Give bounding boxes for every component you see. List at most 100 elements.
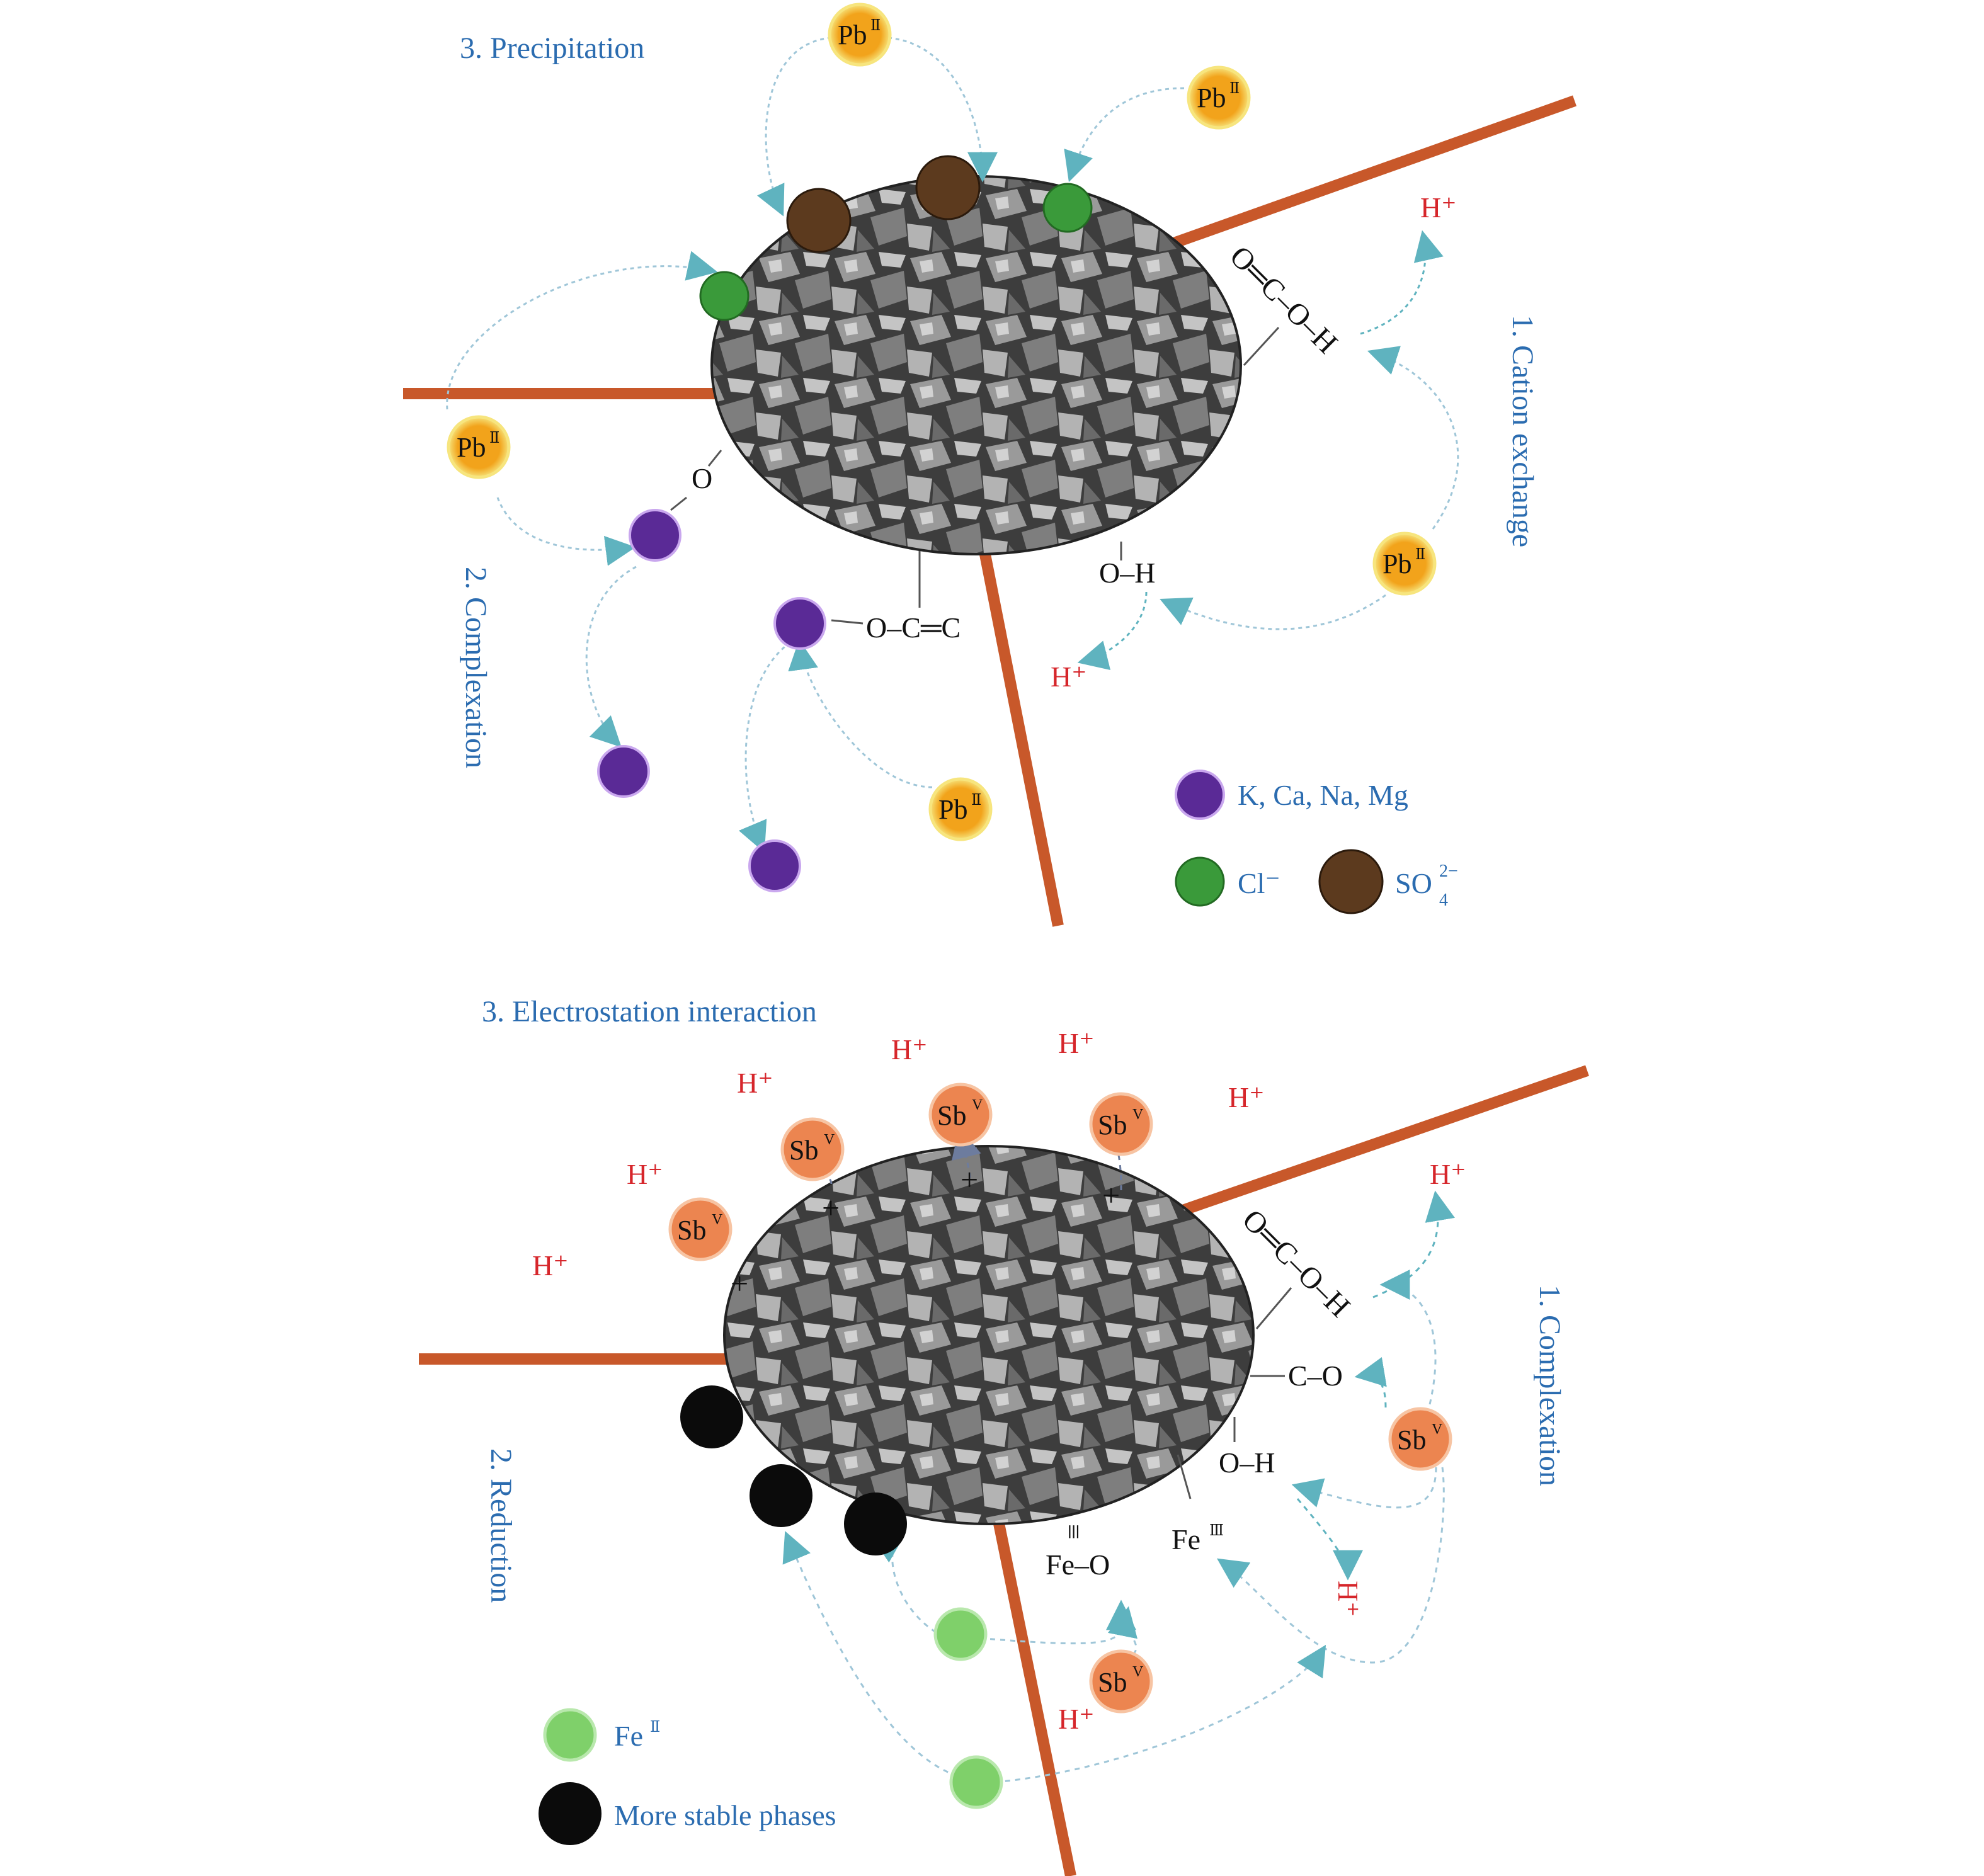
legend-chloride-label: Cl⁻ [1238,867,1280,899]
bottom-legend: Fe Ⅱ More stable phases [539,1708,836,1845]
proton-label: H⁺ [532,1249,569,1282]
stick-bottom-bottom [989,1504,1076,1876]
svg-text:Ⅱ: Ⅱ [650,1719,660,1736]
top-panel: Pb Ⅱ Pb Ⅱ Pb Ⅱ Pb Ⅱ Pb Ⅱ O═C–O–H O–H O–C… [403,3,1577,927]
bottom-bond-lines [1177,1287,1292,1499]
svg-text:Pb: Pb [457,432,486,463]
fe-triple-bond: ≡ [1058,1524,1089,1540]
pb-ion: Pb Ⅱ [1187,65,1251,130]
cation-particle [629,509,681,562]
carbonyl-group: C–O [1288,1360,1343,1392]
svg-text:Sb: Sb [1098,1110,1127,1140]
proton-label: H⁺ [891,1033,928,1066]
stable-phase-particle [750,1464,812,1527]
svg-text:4: 4 [1439,890,1448,910]
svg-text:V: V [1132,1106,1144,1123]
svg-text:V: V [1132,1664,1144,1680]
pb-ion: Pb Ⅱ [447,415,511,479]
cation-particle [597,745,650,798]
svg-text:Pb: Pb [1383,549,1411,579]
mechanism-reduction: 2. Reduction [484,1448,518,1603]
svg-text:+: + [1102,1178,1120,1213]
svg-text:Pb: Pb [1197,82,1226,113]
sb-ion: Sb V [780,1117,845,1181]
svg-text:Sb: Sb [937,1100,966,1131]
pb-ion: Pb Ⅱ [928,777,993,841]
mechanism-complexation: 2. Complexation [459,567,493,768]
proton-label: H⁺ [1420,191,1457,224]
top-arrows [446,37,1459,853]
hydroxyl-group: O–H [1219,1447,1275,1479]
stable-phase-particle [680,1385,743,1448]
bottom-biochar-sticks [419,1065,1589,1876]
legend-cation-swatch [1175,770,1225,820]
svg-text:Pb: Pb [838,20,867,50]
svg-text:+: + [961,1162,978,1197]
proton-label: H⁺ [1058,1027,1095,1059]
stick-top-bottom [977,540,1064,927]
svg-text:V: V [824,1132,835,1148]
stick-bottom-right [1157,1065,1589,1224]
svg-text:Ⅱ: Ⅱ [489,430,499,446]
proton-label: H⁺ [1051,661,1087,693]
mechanism-precipitation: 3. Precipitation [460,31,644,65]
top-bond-lines [670,326,1280,625]
svg-text:Ⅱ: Ⅱ [1415,547,1425,563]
legend-stable-swatch [539,1782,601,1845]
svg-text:Fe: Fe [1172,1523,1200,1555]
svg-text:V: V [1432,1421,1443,1438]
legend-cation-label: K, Ca, Na, Mg [1238,779,1408,811]
vinyl-ether-group: O–C═C [866,611,961,644]
sb-ion: Sb V [1089,1649,1153,1714]
svg-text:Pb: Pb [938,794,967,825]
legend-sulfate-label: SO [1395,867,1432,899]
top-biochar-sticks [403,95,1577,927]
pb-ion: Pb Ⅱ [1372,532,1437,596]
cation-particle [748,839,801,892]
svg-text:+: + [731,1266,748,1301]
bottom-arrows [692,1127,1455,1783]
svg-text:Sb: Sb [677,1215,706,1246]
mechanism-cation-exchange: 1. Cation exchange [1506,315,1539,547]
fe-oxide-group: Fe–O [1046,1549,1110,1581]
cation-particle [773,597,826,650]
top-legend: K, Ca, Na, Mg Cl⁻ SO 4 2− [1175,770,1458,914]
fe2-particle [933,1607,988,1661]
proton-label: H⁺ [1430,1158,1466,1190]
legend-stable-label: More stable phases [614,1799,836,1831]
svg-text:Sb: Sb [1397,1424,1426,1455]
proton-label: H⁺ [1058,1703,1095,1735]
sulfate-particle [786,188,852,253]
sulfate-particle [915,155,981,220]
legend-fe2-label: Fe [614,1720,643,1752]
chloride-particle [1042,183,1093,233]
svg-text:Ⅱ: Ⅱ [971,792,981,809]
chloride-particle [699,271,750,321]
legend-chloride-swatch [1175,856,1225,907]
proton-label: H⁺ [1228,1081,1265,1113]
legend-fe2-swatch [543,1708,597,1762]
fe2-particle [949,1755,1003,1809]
hydroxyl-group: O–H [1099,557,1155,589]
mechanism-complexation: 1. Complexation [1533,1285,1566,1486]
sb-ion: Sb V [1089,1092,1153,1156]
svg-text:V: V [972,1097,983,1113]
sb-ion: Sb V [668,1197,733,1261]
svg-text:Ⅱ: Ⅱ [870,18,881,34]
bottom-panel: + + + + Sb V Sb V Sb V Sb V Sb [419,995,1589,1876]
carboxyl-group: O═C–O–H [1223,239,1344,360]
svg-text:Ⅲ: Ⅲ [1209,1523,1224,1539]
sb-ion: Sb V [928,1083,993,1147]
stick-top-right [1137,95,1577,261]
svg-text:V: V [712,1212,723,1228]
svg-text:2−: 2− [1439,861,1458,881]
proton-label: H⁺ [627,1158,663,1190]
svg-text:+: + [822,1190,840,1225]
sb-ion: Sb V [1388,1407,1452,1471]
carboxyl-group: O═C–O–H [1236,1203,1357,1324]
mechanism-electrostatic: 3. Electrostation interaction [482,995,817,1028]
svg-text:Ⅱ: Ⅱ [1229,81,1240,97]
surface-charges: + + + + [731,1162,1120,1301]
stable-phase-particle [844,1492,907,1555]
